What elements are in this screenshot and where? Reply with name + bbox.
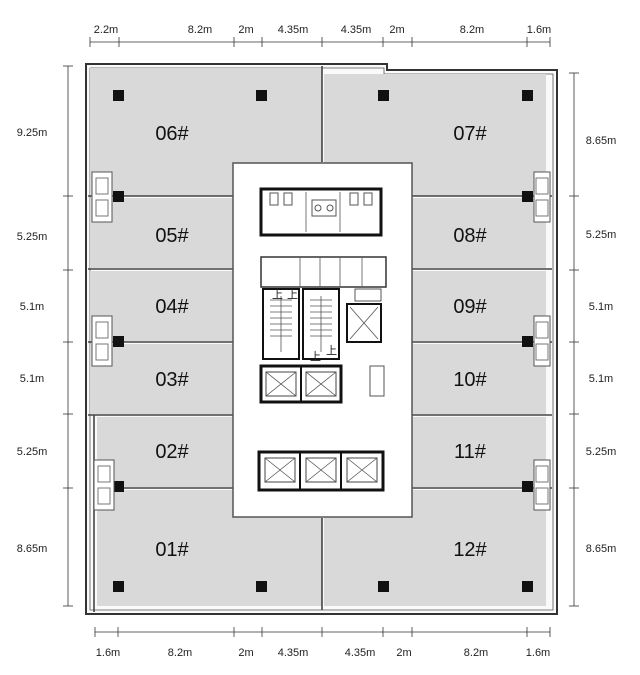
dim-right-2: 5.25m — [586, 229, 617, 241]
stair-up-label-3: 上 — [310, 350, 321, 363]
right-dimension-line — [569, 72, 579, 607]
unit-label-05: 05# — [155, 225, 189, 247]
dim-top-4: 4.35m — [278, 24, 309, 36]
dim-bottom-7: 8.2m — [464, 647, 488, 659]
unit-label-07: 07# — [453, 123, 487, 145]
unit-label-04: 04# — [155, 296, 189, 318]
dim-right-1: 8.65m — [586, 135, 617, 147]
dim-bottom-5: 4.35m — [345, 647, 376, 659]
unit-05[interactable] — [90, 198, 234, 268]
dim-bottom-2: 8.2m — [168, 647, 192, 659]
elevator-bank-upper — [259, 364, 343, 404]
stairwell-right — [302, 288, 340, 360]
left-dimension-line — [63, 65, 73, 607]
dim-top-1: 2.2m — [94, 24, 118, 36]
dim-bottom-4: 4.35m — [278, 647, 309, 659]
dim-right-3: 5.1m — [589, 301, 613, 313]
stair-up-label-2: 上 — [287, 288, 298, 301]
unit-03[interactable] — [90, 344, 234, 414]
dim-left-3: 5.1m — [20, 301, 44, 313]
dim-top-5: 4.35m — [341, 24, 372, 36]
top-dimension-line — [89, 37, 551, 47]
unit-label-10: 10# — [453, 369, 487, 391]
dim-top-3: 2m — [238, 24, 253, 36]
dim-left-5: 5.25m — [17, 446, 48, 458]
unit-10[interactable] — [412, 344, 546, 414]
dim-left-1: 9.25m — [17, 127, 48, 139]
dim-top-6: 2m — [389, 24, 404, 36]
unit-label-08: 08# — [453, 225, 487, 247]
unit-11[interactable] — [412, 417, 546, 487]
unit-02[interactable] — [97, 417, 234, 487]
utility-rooms — [260, 256, 387, 288]
stair-up-label-4: 上 — [326, 344, 337, 357]
facade-boxes — [91, 171, 551, 511]
service-elevator — [346, 288, 385, 397]
unit-label-11: 11# — [454, 441, 487, 463]
dim-bottom-8: 1.6m — [526, 647, 550, 659]
bottom-dimension-line — [94, 627, 551, 637]
structural-columns — [113, 90, 533, 592]
dim-right-5: 5.25m — [586, 446, 617, 458]
dim-top-8: 1.6m — [527, 24, 551, 36]
unit-04[interactable] — [90, 271, 234, 341]
dim-bottom-6: 2m — [396, 647, 411, 659]
dim-left-4: 5.1m — [20, 373, 44, 385]
unit-label-02: 02# — [155, 441, 189, 463]
unit-label-06: 06# — [155, 123, 189, 145]
dim-right-6: 8.65m — [586, 543, 617, 555]
stairwell-left — [262, 288, 300, 360]
unit-09[interactable] — [412, 271, 546, 341]
unit-label-03: 03# — [155, 369, 189, 391]
elevator-bank-lower — [257, 450, 385, 492]
stair-up-label-1: 上 — [272, 288, 283, 301]
dim-bottom-3: 2m — [238, 647, 253, 659]
dim-left-6: 8.65m — [17, 543, 48, 555]
restroom-block — [259, 187, 383, 237]
unit-08[interactable] — [412, 198, 546, 268]
unit-label-12: 12# — [453, 539, 487, 561]
unit-label-01: 01# — [155, 539, 189, 561]
dim-left-2: 5.25m — [17, 231, 48, 243]
unit-label-09: 09# — [453, 296, 487, 318]
dim-bottom-1: 1.6m — [96, 647, 120, 659]
dim-right-4: 5.1m — [589, 373, 613, 385]
dim-top-7: 8.2m — [460, 24, 484, 36]
dim-top-2: 8.2m — [188, 24, 212, 36]
